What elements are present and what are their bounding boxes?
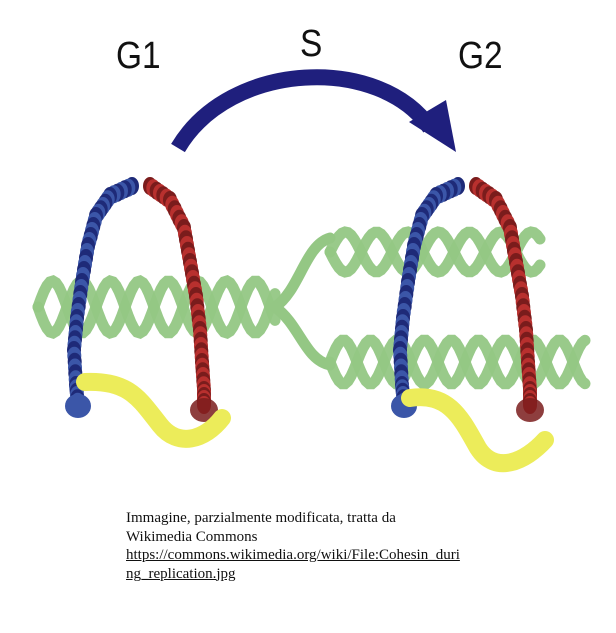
arrow-head [409, 100, 456, 152]
sister-lower-strand-b [324, 334, 591, 390]
cohesin-ring-g1-smc1-arm [67, 177, 139, 411]
cohesin-ring-g1-head-blue [65, 394, 91, 418]
source-link-line-2: ng_replication.jpg [126, 565, 236, 582]
source-link-line-1: https://commons.wikimedia.org/wiki/File:… [126, 547, 460, 563]
source-link[interactable]: https://commons.wikimedia.org/wiki/File:… [126, 547, 460, 582]
kleisin-g2 [401, 388, 554, 473]
label-g1: G1 [116, 35, 161, 77]
cohesin-ring-g1-head-red [190, 398, 218, 422]
dna-strands [32, 226, 591, 390]
sister-upper-strand-b [324, 226, 546, 278]
fork-upper-arm [269, 232, 336, 313]
credit-line-2: Wikimedia Commons [126, 528, 258, 545]
s-phase-arrow-icon [171, 69, 456, 153]
credit-line-1: Immagine, parzialmente modificata, tratt… [126, 510, 396, 526]
kleisin-g1 [76, 372, 231, 448]
image-credit: Immagine, parzialmente modificata, tratt… [126, 509, 526, 583]
cohesin-ring-g2-head-red [516, 398, 544, 422]
sister-lower-strand-a [324, 334, 591, 390]
label-g2: G2 [458, 35, 503, 77]
cohesin-rings [65, 177, 554, 473]
fork-lower-arm [269, 301, 336, 371]
cohesin-ring-g1-smc3-arm [143, 177, 211, 414]
label-s-phase: S [300, 23, 323, 65]
arrow-shaft [171, 69, 437, 153]
